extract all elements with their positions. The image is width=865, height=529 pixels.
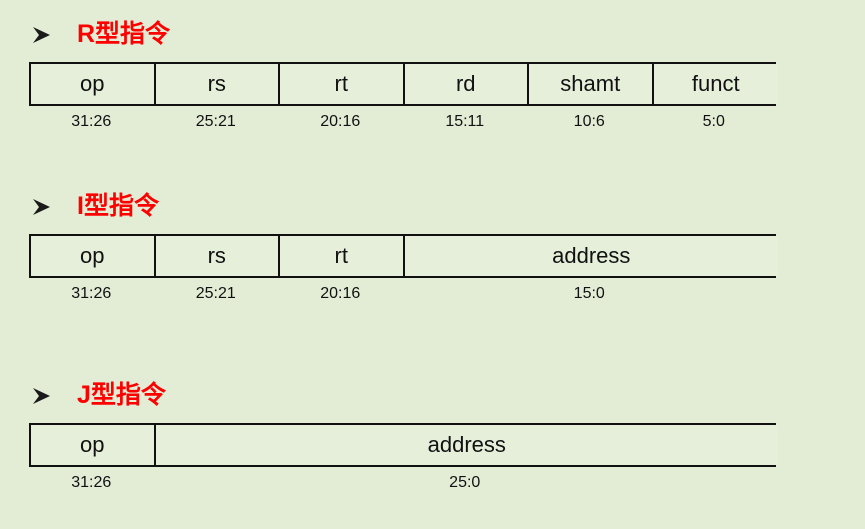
field-cell-rt: rt	[280, 64, 405, 104]
heading-i-type: I型指令	[0, 186, 865, 226]
section-i-type: I型指令 op rs rt address 31:26 25:21 20:16 …	[0, 186, 865, 306]
heading-i-type-label: I型指令	[77, 191, 159, 220]
heading-j-type: J型指令	[0, 375, 865, 415]
bit-ranges-i-type: 31:26 25:21 20:16 15:0	[29, 282, 776, 306]
bit-range-address: 25:0	[449, 474, 481, 491]
bit-range-rd: 15:11	[445, 113, 485, 130]
field-cell-op: op	[31, 236, 156, 276]
bit-range-op: 31:26	[71, 474, 112, 491]
field-cell-funct: funct	[653, 64, 778, 104]
bit-range-op: 31:26	[71, 285, 112, 302]
field-cell-rs: rs	[155, 236, 280, 276]
arrowhead-bullet-icon	[29, 194, 55, 220]
field-cell-address: address	[155, 425, 778, 465]
bit-ranges-j-type: 31:26 25:0	[29, 471, 776, 495]
bit-range-funct: 5:0	[702, 113, 725, 130]
field-cell-shamt: shamt	[529, 64, 654, 104]
heading-r-type-label: R型指令	[77, 19, 171, 48]
section-r-type: R型指令 op rs rt rd shamt funct 31:26 25:21…	[0, 14, 865, 134]
section-j-type: J型指令 op address 31:26 25:0	[0, 375, 865, 495]
bit-range-rt: 20:16	[320, 285, 361, 302]
field-cell-rt: rt	[280, 236, 405, 276]
instruction-fields-i-type: op rs rt address	[29, 234, 778, 278]
bit-range-shamt: 10:6	[573, 113, 605, 130]
bit-ranges-r-type: 31:26 25:21 20:16 15:11 10:6 5:0	[29, 110, 776, 134]
bit-range-rs: 25:21	[195, 285, 236, 302]
bit-range-address: 15:0	[573, 285, 605, 302]
instruction-fields-j-type: op address	[29, 423, 778, 467]
field-cell-op: op	[31, 64, 156, 104]
heading-j-type-label: J型指令	[77, 380, 166, 409]
instruction-fields-r-type: op rs rt rd shamt funct	[29, 62, 778, 106]
arrowhead-bullet-icon	[29, 383, 55, 409]
field-cell-address: address	[404, 236, 778, 276]
heading-r-type: R型指令	[0, 14, 865, 54]
arrowhead-bullet-icon	[29, 22, 55, 48]
field-cell-rd: rd	[404, 64, 529, 104]
bit-range-rs: 25:21	[195, 113, 236, 130]
field-cell-op: op	[31, 425, 156, 465]
bit-range-rt: 20:16	[320, 113, 361, 130]
bit-range-op: 31:26	[71, 113, 112, 130]
field-cell-rs: rs	[155, 64, 280, 104]
